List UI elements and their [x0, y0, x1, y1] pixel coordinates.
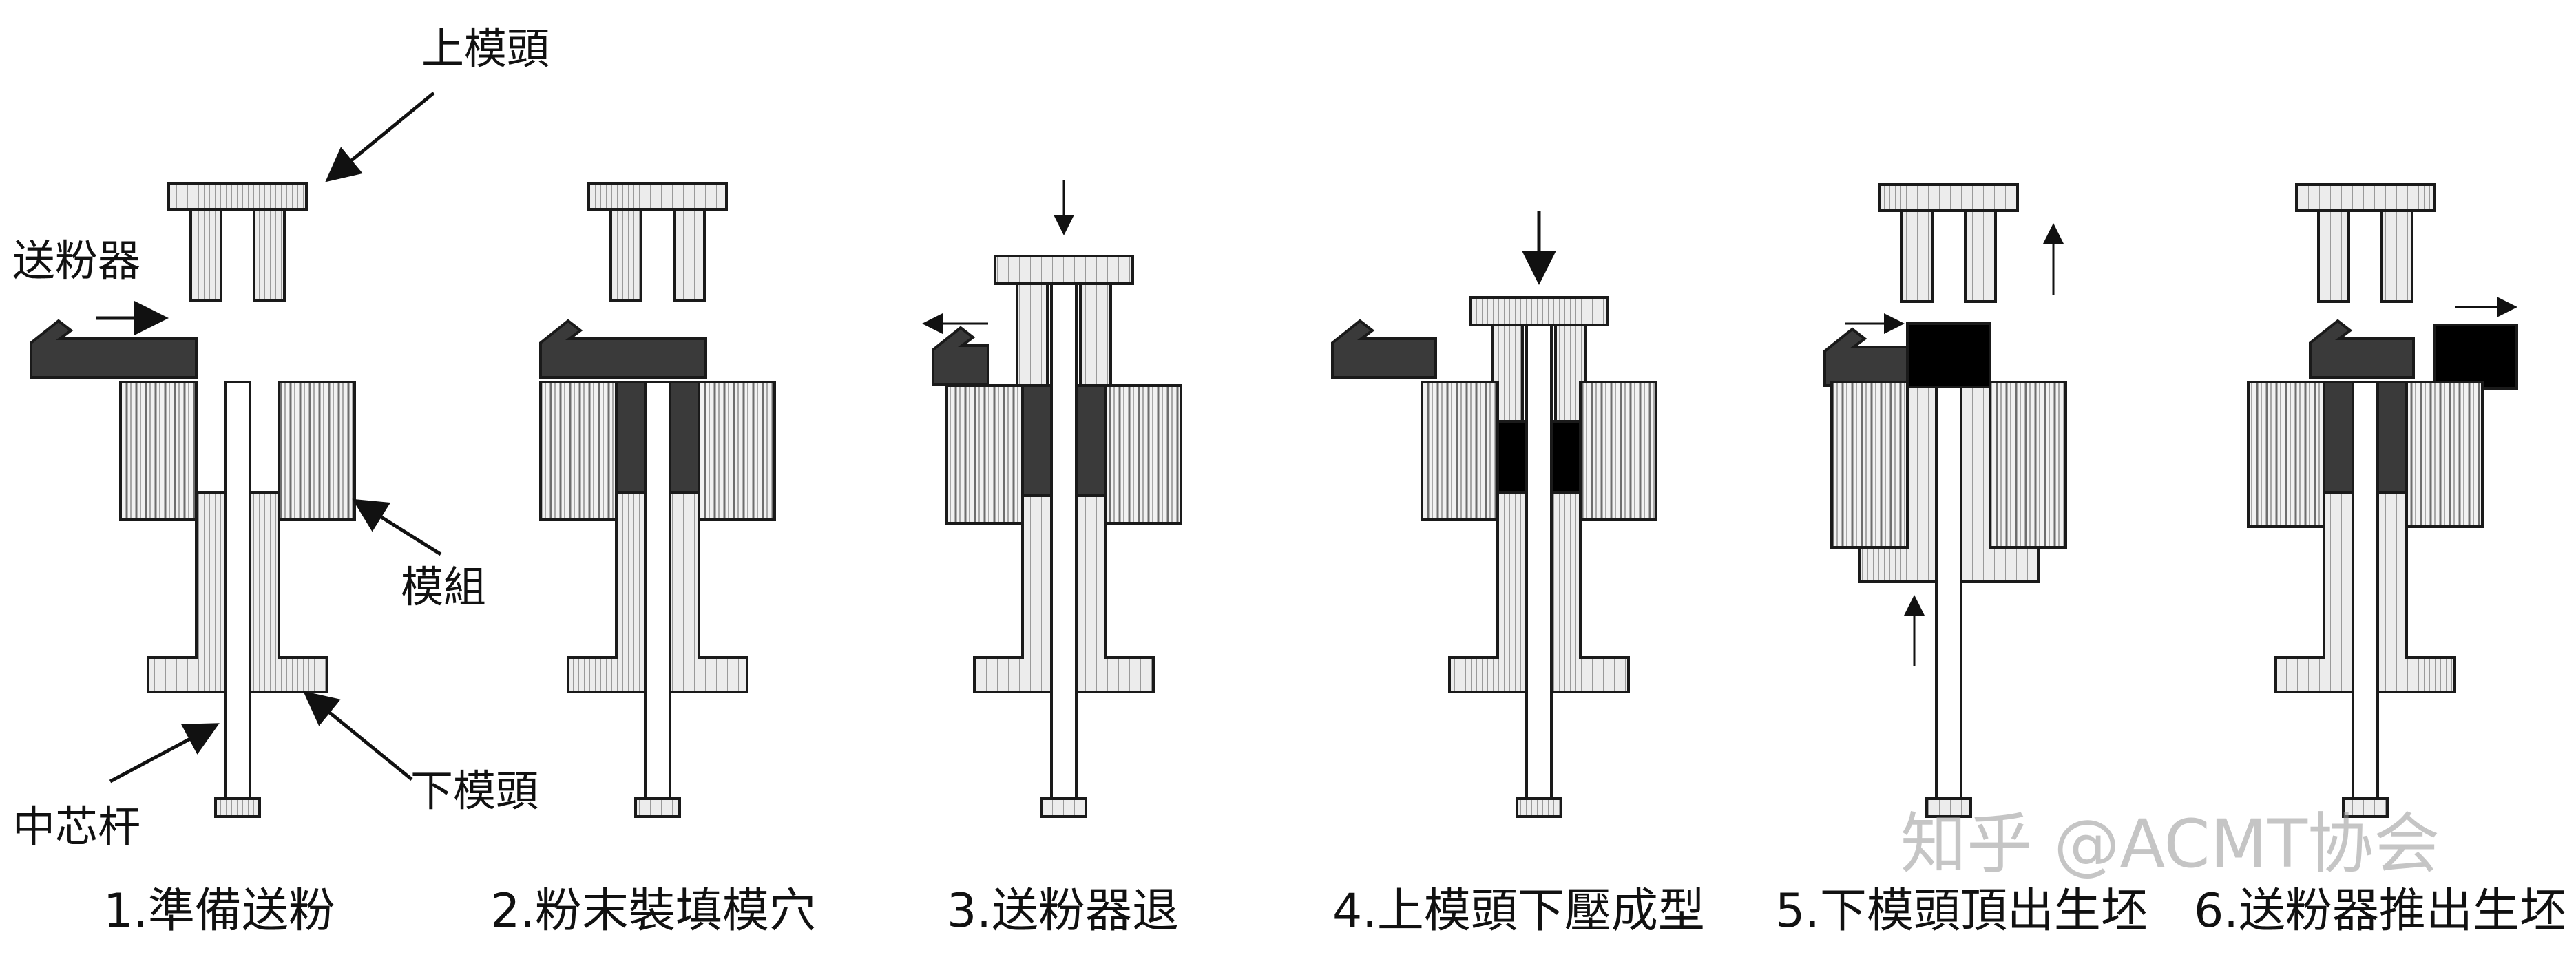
die-block-left [1421, 381, 1499, 521]
powder-feeder [539, 319, 707, 379]
green-compact [1906, 322, 1991, 388]
powder-feeder [2309, 319, 2415, 379]
core-rod [1525, 324, 1553, 800]
step-caption-1: 1.準備送粉 [103, 884, 335, 938]
upper-punch-callout-arrow [325, 92, 435, 182]
stage-1 [30, 182, 356, 818]
core-rod [644, 381, 671, 800]
core-rod-foot [1516, 797, 1562, 818]
green-compact [2433, 324, 2518, 390]
callout-die: 模組 [401, 562, 487, 612]
core-rod-foot [634, 797, 681, 818]
upper-punch-plate [2295, 183, 2436, 212]
upper-punch-plate [1469, 296, 1609, 326]
stage-6 [2247, 183, 2518, 818]
stage-2 [539, 182, 776, 818]
core-rod-foot [2342, 797, 2389, 818]
upper-punch-prong-left [2317, 209, 2350, 303]
upper-punch-plate [994, 255, 1134, 285]
callout-upper-punch: 上模頭 [421, 23, 550, 74]
powder-feeder [30, 319, 198, 379]
core-rod [1935, 386, 1962, 800]
core-rod [224, 381, 251, 800]
die-block-right [278, 381, 356, 521]
die-block-right [1989, 381, 2067, 549]
die-block-right [698, 381, 776, 521]
die-block-left [2247, 381, 2325, 528]
upper-punch-prong-right [2380, 209, 2413, 303]
upper-punch-prong-left [1900, 209, 1934, 303]
die-block-left [119, 381, 198, 521]
die-block-right [1104, 384, 1182, 525]
core-rod [2352, 381, 2379, 800]
upper-punch-plate [167, 182, 308, 211]
stage-3 [922, 180, 1182, 818]
upper-punch-plate [1878, 183, 2019, 212]
stage-4 [1331, 211, 1657, 818]
die-callout-arrow [352, 498, 442, 556]
die-block-left [1830, 381, 1909, 549]
callout-feeder: 送粉器 [12, 235, 141, 286]
watermark: 知乎 @ACMT协会 [1900, 806, 2440, 883]
upper-punch-prong-right [673, 208, 706, 302]
step-caption-6: 6.送粉器推出生坯 [2194, 884, 2566, 938]
upper-punch-prong-left [189, 208, 222, 302]
step-caption-2: 2.粉末裝填模穴 [490, 884, 816, 938]
callout-lower-punch: 下模頭 [410, 766, 539, 816]
core-rod [1050, 282, 1078, 800]
powder-feeder [932, 326, 989, 386]
lower-punch-callout-arrow [303, 691, 413, 781]
core-rod-callout-arrow [109, 723, 220, 784]
die-block-left [945, 384, 1024, 525]
core-rod-foot [1925, 797, 1972, 818]
die-block-right [1579, 381, 1657, 521]
powder-feeder [1331, 319, 1437, 379]
core-rod-foot [1040, 797, 1087, 818]
upper-punch-prong-right [253, 208, 286, 302]
stage-5 [1823, 183, 2067, 818]
upper-punch-prong-left [609, 208, 642, 302]
step-caption-3: 3.送粉器退 [947, 884, 1179, 938]
die-block-right [2405, 381, 2484, 528]
step-caption-5: 5.下模頭頂出生坯 [1775, 884, 2148, 938]
callout-core-rod: 中芯杆 [12, 801, 141, 852]
upper-punch-prong-right [1964, 209, 1997, 303]
upper-punch-plate [587, 182, 728, 211]
die-block-left [539, 381, 618, 521]
upper-punch-prong-left [1016, 282, 1049, 387]
core-rod-foot [214, 797, 261, 818]
upper-punch-prong-right [1079, 282, 1112, 387]
step-caption-4: 4.上模頭下壓成型 [1332, 884, 1705, 938]
